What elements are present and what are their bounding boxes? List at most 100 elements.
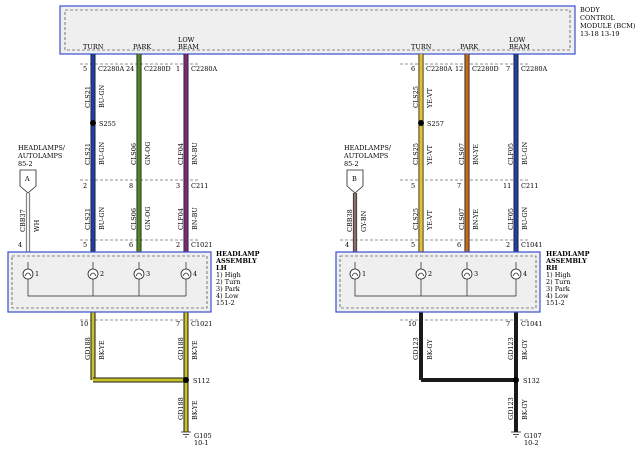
lamp-number-rh-1: 1 bbox=[362, 270, 366, 278]
wire-color-rh-gd-1: BK-GY bbox=[426, 339, 434, 360]
ref-lh-line-2: AUTOLAMPS bbox=[17, 152, 62, 160]
bcm-label-park-lh: PARK bbox=[133, 43, 151, 51]
wire-color-lh-cbb37: WH bbox=[33, 219, 41, 232]
pin-rh-bcm-low: 7 bbox=[506, 65, 510, 73]
wire-color-rh-gd-3: BK-GY bbox=[521, 399, 529, 420]
wire-color-rh-cls25-b: YE-VT bbox=[426, 144, 434, 166]
wire-label-lh-mid-2: CLS06 bbox=[130, 208, 138, 230]
bcm-module: BODY CONTROL MODULE (BCM) 13-18 13-19 TU… bbox=[59, 5, 636, 55]
lamp-number-rh-4: 4 bbox=[523, 270, 527, 278]
assembly-rh-line-7: 4) Low bbox=[546, 292, 569, 300]
wire-color-rh-mid-3: BU-GN bbox=[521, 206, 529, 230]
wire-label-lh-cls21-a: CLS21 bbox=[84, 86, 92, 108]
ref-lh-letter: A bbox=[24, 175, 30, 183]
wire-label-rh-mid-3: CLF05 bbox=[507, 208, 515, 230]
lamp-number-rh-2: 2 bbox=[428, 270, 432, 278]
wire-label-lh-gd-1: GD188 bbox=[84, 337, 92, 360]
wire-color-lh-mid-2: GN-OG bbox=[144, 206, 152, 230]
wire-label-rh-mid-1: CLS25 bbox=[412, 208, 420, 230]
wire-color-lh-gd-1: BK-YE bbox=[98, 340, 106, 360]
bcm-label-beam-lh: BEAM bbox=[178, 43, 199, 51]
conn-rh-bcm-park: C2280D bbox=[472, 65, 499, 73]
bcm-label-low-rh: LOW bbox=[509, 36, 526, 44]
wire-label-rh-mid-2: CLS07 bbox=[458, 208, 466, 230]
pin-rh-ground-2: 7 bbox=[506, 320, 510, 328]
assembly-rh-line-5: 2) Turn bbox=[546, 278, 571, 286]
pin-rh-lamp-4: 2 bbox=[506, 241, 510, 249]
pin-rh-ground-1: 10 bbox=[408, 320, 416, 328]
ground-label-rh-2: 10-2 bbox=[524, 439, 539, 447]
wire-color-rh-mid-1: YE-VT bbox=[426, 209, 434, 231]
splice-label-s255: S255 bbox=[99, 120, 116, 128]
conn-rh-bcm-turn: C2280A bbox=[426, 65, 453, 73]
assembly-rh-line-4: 1) High bbox=[546, 271, 571, 279]
wire-color-lh-mid-3: BN-BU bbox=[191, 207, 199, 230]
splice-s112 bbox=[183, 377, 189, 383]
lamp-number-lh-1: 1 bbox=[35, 270, 39, 278]
assembly-rh-line-3: RH bbox=[546, 264, 558, 272]
pin-rh-c211-3: 11 bbox=[503, 182, 511, 190]
left-wires bbox=[25, 54, 189, 432]
conn-lh-bcm-turn: C2280A bbox=[98, 65, 125, 73]
conn-lh-bcm-park: C2280D bbox=[144, 65, 171, 73]
ref-rh-line-2: AUTOLAMPS bbox=[343, 152, 388, 160]
pin-lh-ground-2: 7 bbox=[176, 320, 180, 328]
wire-color-lh-gd-2: BK-YE bbox=[191, 340, 199, 360]
ref-lh-flag bbox=[19, 169, 37, 194]
conn-lh-c211: C211 bbox=[191, 182, 208, 190]
wire-label-lh-cls21-b: CLS21 bbox=[84, 143, 92, 165]
wire-color-rh-gd-2: BK-GY bbox=[521, 339, 529, 360]
lamp-number-rh-3: 3 bbox=[474, 270, 478, 278]
splices bbox=[90, 120, 519, 383]
pin-lh-c211-1: 2 bbox=[83, 182, 87, 190]
wire-color-rh-cbb38: GY-BN bbox=[360, 210, 368, 232]
ref-rh-flag bbox=[346, 169, 364, 194]
pin-lh-lamp-3: 6 bbox=[129, 241, 133, 249]
ref-rh-line-1: HEADLAMPS/ bbox=[344, 144, 392, 152]
assembly-rh-line-2: ASSEMBLY bbox=[545, 257, 587, 265]
pin-lh-bcm-turn: 5 bbox=[83, 65, 87, 73]
wire-color-lh-mid-1: BU-GN bbox=[98, 206, 106, 230]
lamp-number-lh-3: 3 bbox=[146, 270, 150, 278]
pin-rh-lamp-1: 4 bbox=[345, 241, 349, 249]
conn-lh-ground: C1021 bbox=[191, 320, 213, 328]
pin-lh-ground-1: 10 bbox=[80, 320, 88, 328]
wire-color-lh-cls06: GN-OG bbox=[144, 141, 152, 165]
wire-color-lh-cls21-b: BU-GN bbox=[98, 141, 106, 165]
pin-lh-bcm-low: 1 bbox=[176, 65, 180, 73]
wire-label-lh-cls06: CLS06 bbox=[130, 143, 138, 165]
splice-s132 bbox=[513, 377, 519, 383]
wire-label-rh-clf05: CLF05 bbox=[507, 143, 515, 165]
wire-color-lh-cls21-a: BU-GN bbox=[98, 84, 106, 108]
wire-color-lh-gd-3: BK-YE bbox=[191, 400, 199, 420]
ref-lh-line-3: 85-2 bbox=[18, 160, 33, 168]
assembly-lh-line-8: 151-2 bbox=[216, 299, 235, 307]
assembly-rh-line-6: 3) Park bbox=[546, 285, 570, 293]
ref-rh-letter: B bbox=[352, 175, 357, 183]
assembly-lh-line-3: LH bbox=[216, 264, 227, 272]
ground-symbol-rh bbox=[511, 431, 521, 438]
wire-label-lh-gd-3: GD188 bbox=[177, 397, 185, 420]
pin-lh-lamp-4: 2 bbox=[176, 241, 180, 249]
wire-color-rh-mid-2: BN-YE bbox=[472, 209, 480, 230]
bcm-title-2: CONTROL bbox=[580, 14, 616, 22]
splice-label-s257: S257 bbox=[427, 120, 444, 128]
lamp-number-lh-2: 2 bbox=[100, 270, 104, 278]
bcm-title-3: MODULE (BCM) bbox=[580, 22, 636, 30]
wire-label-rh-gd-3: GD123 bbox=[507, 397, 515, 420]
assembly-lh-line-2: ASSEMBLY bbox=[215, 257, 257, 265]
assembly-lh-line-6: 3) Park bbox=[216, 285, 240, 293]
pin-rh-bcm-turn: 6 bbox=[411, 65, 415, 73]
wire-label-lh-gd-2: GD188 bbox=[177, 337, 185, 360]
lamp-number-lh-4: 4 bbox=[193, 270, 197, 278]
assembly-lh-line-1: HEADLAMP bbox=[216, 250, 260, 258]
pin-lh-c211-3: 3 bbox=[176, 182, 180, 190]
splice-label-s132: S132 bbox=[523, 377, 540, 385]
wire-color-rh-cls25-a: YE-VT bbox=[426, 87, 434, 109]
wire-label-rh-cbb38: CBB38 bbox=[346, 209, 354, 232]
ground-label-rh-1: G107 bbox=[524, 432, 542, 440]
splice-s257 bbox=[418, 120, 424, 126]
wire-label-rh-cls25-a: CLS25 bbox=[412, 86, 420, 108]
headlamp-assembly-rh: 1 2 3 4 bbox=[335, 251, 541, 313]
wire-label-rh-gd-1: GD123 bbox=[412, 337, 420, 360]
